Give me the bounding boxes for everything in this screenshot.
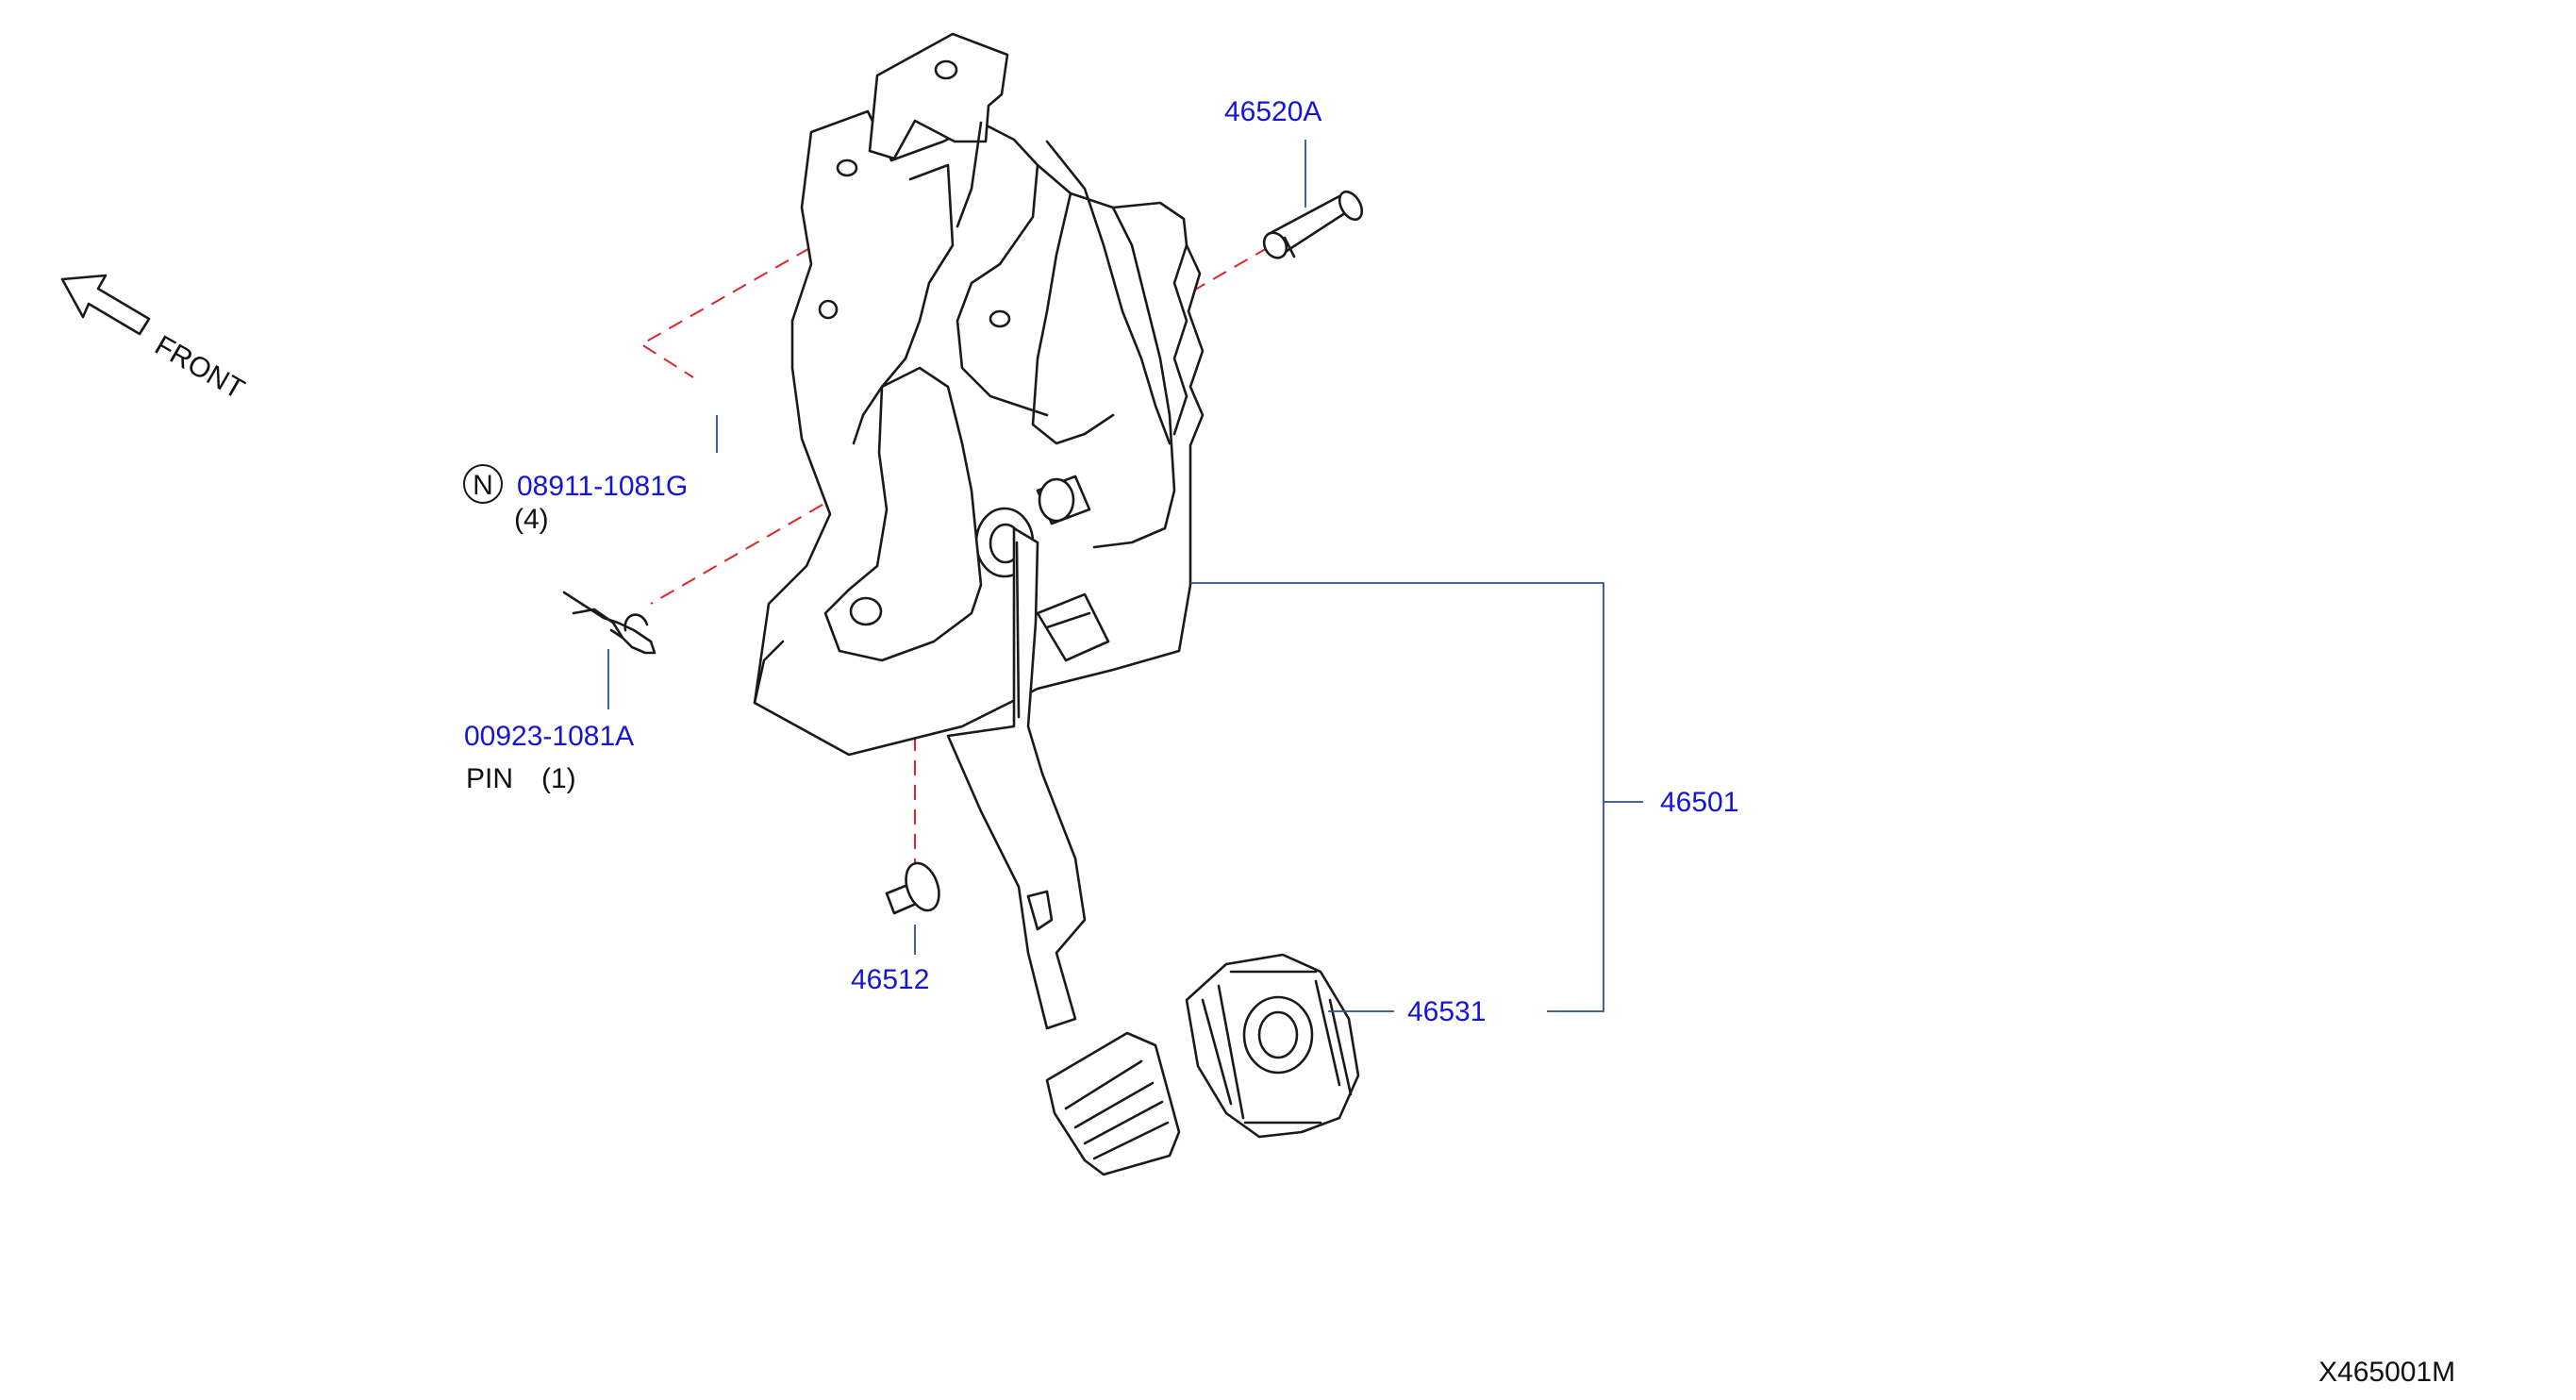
part-number-46512[interactable]: 46512 [851, 964, 929, 995]
part-number-46531[interactable]: 46531 [1407, 996, 1486, 1027]
pedal-pad-46531 [1185, 953, 1360, 1139]
stopper-46512 [885, 861, 940, 915]
pedal-bracket-assembly [753, 32, 1205, 757]
pedal-lever [946, 526, 1181, 1176]
clevis-bolt-46520A [1262, 190, 1364, 259]
nut-quantity: (4) [514, 504, 549, 535]
part-number-46501[interactable]: 46501 [1660, 787, 1738, 818]
nut-symbol-icon [463, 464, 503, 504]
part-number-00923-1081A[interactable]: 00923-1081A [464, 721, 634, 752]
nut-symbol-label: N [473, 470, 493, 501]
pin-quantity: (1) [541, 763, 576, 794]
diagram-code: X465001M [2318, 1357, 2455, 1388]
snap-pin-00923-1081A [562, 591, 656, 655]
front-label: FRONT [150, 329, 250, 405]
part-number-46520A[interactable]: 46520A [1224, 96, 1321, 127]
leader-lines [607, 140, 1643, 1012]
front-arrow-icon [60, 274, 151, 336]
pin-name: PIN [466, 763, 513, 794]
part-number-08911-1081G[interactable]: 08911-1081G [517, 471, 688, 502]
